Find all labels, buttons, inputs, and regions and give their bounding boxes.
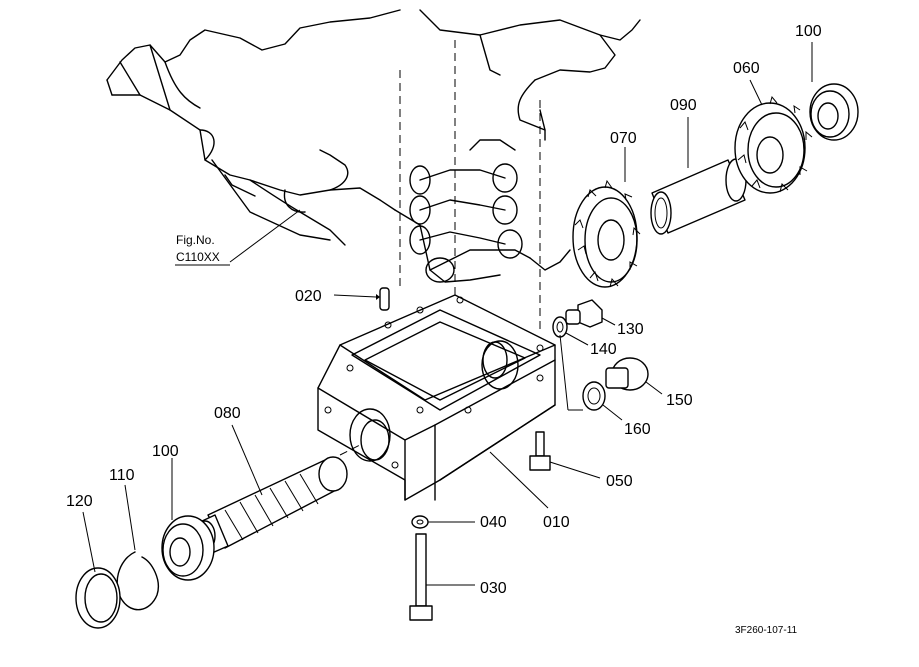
label-120: 120 xyxy=(66,493,93,510)
seal-120 xyxy=(75,511,121,629)
bolt-030 xyxy=(409,533,475,621)
label-130: 130 xyxy=(617,321,644,338)
bolt-050 xyxy=(529,431,601,479)
washer-040 xyxy=(411,515,475,529)
label-150: 150 xyxy=(666,392,693,409)
label-110: 110 xyxy=(109,467,135,484)
fig-ref-line1: Fig.No. xyxy=(176,233,215,247)
label-160: 160 xyxy=(624,421,651,438)
transmission-housing-outline xyxy=(106,9,641,330)
part-labels: 100 060 090 070 020 130 140 150 160 080 … xyxy=(66,23,822,597)
leader-010 xyxy=(489,451,549,509)
washer-160 xyxy=(582,381,623,421)
gear-case-010 xyxy=(317,294,556,501)
shaft-080 xyxy=(194,424,361,554)
label-070: 070 xyxy=(610,130,637,147)
label-030: 030 xyxy=(480,580,507,597)
drawing-code: 3F260-107-11 xyxy=(735,625,798,636)
label-100-top: 100 xyxy=(795,23,822,40)
washer-140 xyxy=(552,316,589,346)
gear-060 xyxy=(734,79,813,194)
bearing-100-bottom xyxy=(161,458,215,581)
fig-ref-line2: C110XX xyxy=(176,250,220,264)
dowel-pin-020 xyxy=(333,287,390,311)
label-140: 140 xyxy=(590,341,617,358)
label-100-bottom: 100 xyxy=(152,443,179,460)
plug-130 xyxy=(565,299,616,328)
label-010: 010 xyxy=(543,514,570,531)
label-050: 050 xyxy=(606,473,633,490)
figure-reference: Fig.No. C110XX xyxy=(175,233,230,266)
bearing-100-top xyxy=(809,42,859,141)
circlip-110 xyxy=(116,484,159,611)
gear-070 xyxy=(572,147,641,288)
label-060: 060 xyxy=(733,60,760,77)
sleeve-090 xyxy=(650,117,747,235)
label-080: 080 xyxy=(214,405,241,422)
label-090: 090 xyxy=(670,97,697,114)
label-020: 020 xyxy=(295,288,322,305)
label-040: 040 xyxy=(480,514,507,531)
plug-150 xyxy=(605,357,663,395)
